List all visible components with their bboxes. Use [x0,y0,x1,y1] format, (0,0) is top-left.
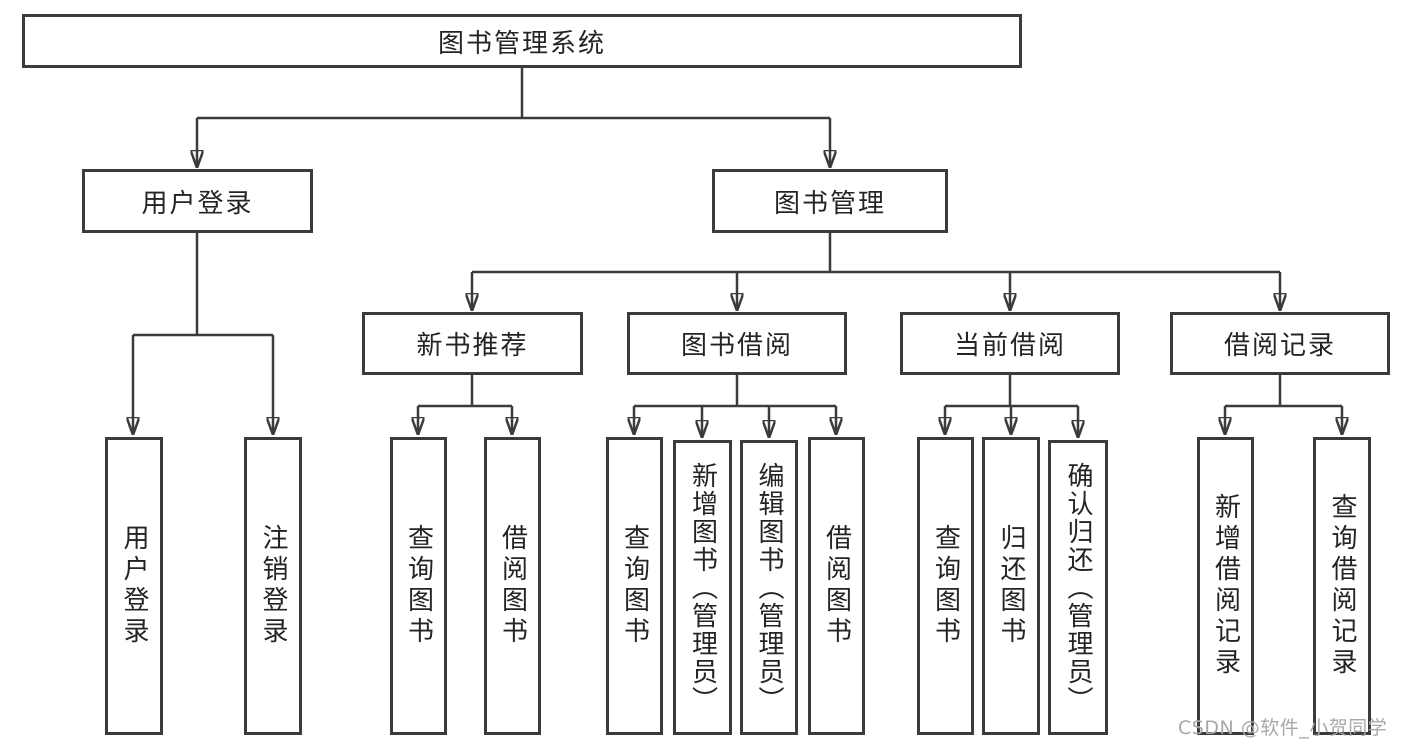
leaf-user-login: 用户登录 [105,437,163,735]
leaf-add-book-admin-label: 新增图书（管理员） [687,461,718,714]
node-user-login-label: 用户登录 [141,188,254,219]
wire-current-borrow-fork [945,375,1078,408]
node-current-borrow: 当前借阅 [900,312,1120,375]
leaf-query-books-1: 查询图书 [390,437,447,735]
leaf-confirm-return-admin: 确认归还（管理员） [1048,440,1108,735]
wire-book-borrow-fork [634,375,836,408]
node-book-borrow: 图书借阅 [627,312,847,375]
node-new-book-recommend-label: 新书推荐 [416,331,529,361]
wire-new-books-fork [418,375,512,408]
leaf-borrow-books-2: 借阅图书 [808,437,865,735]
leaf-logout-label: 注销登录 [258,524,288,648]
wire-root-fork [197,68,830,120]
leaf-user-login-label: 用户登录 [119,524,149,648]
node-root: 图书管理系统 [22,14,1022,68]
leaf-query-books-2: 查询图书 [606,437,663,735]
wire-borrow-records-fork [1225,375,1342,408]
leaf-add-book-admin: 新增图书（管理员） [673,440,732,735]
leaf-edit-book-admin: 编辑图书（管理员） [740,440,798,735]
node-user-login: 用户登录 [82,169,313,233]
wire-book-mgmt-fork [472,233,1280,274]
leaf-query-books-3-label: 查询图书 [930,524,961,648]
leaf-query-borrow-record-label: 查询借阅记录 [1327,493,1357,679]
leaf-query-borrow-record: 查询借阅记录 [1313,437,1371,735]
leaf-query-books-3: 查询图书 [917,437,974,735]
node-current-borrow-label: 当前借阅 [953,331,1066,361]
node-borrow-records: 借阅记录 [1170,312,1390,375]
leaf-query-books-1-label: 查询图书 [403,524,434,648]
leaf-confirm-return-admin-label: 确认归还（管理员） [1063,461,1093,714]
csdn-watermark: CSDN @软件_小贺同学 [1178,717,1388,739]
leaf-add-borrow-record: 新增借阅记录 [1197,437,1254,735]
leaf-add-borrow-record-label: 新增借阅记录 [1210,493,1241,679]
wire-user-login-fork [133,233,273,337]
node-root-label: 图书管理系统 [437,28,606,59]
node-book-management: 图书管理 [712,169,948,233]
node-book-management-label: 图书管理 [773,188,886,219]
leaf-borrow-books-2-label: 借阅图书 [821,524,852,648]
leaf-edit-book-admin-label: 编辑图书（管理员） [754,461,784,714]
leaf-return-books-label: 归还图书 [996,524,1026,648]
leaf-return-books: 归还图书 [982,437,1040,735]
leaf-borrow-books-1-label: 借阅图书 [497,524,528,648]
leaf-logout: 注销登录 [244,437,302,735]
node-borrow-records-label: 借阅记录 [1223,331,1336,361]
node-book-borrow-label: 图书借阅 [680,331,793,361]
node-new-book-recommend: 新书推荐 [362,312,583,375]
leaf-borrow-books-1: 借阅图书 [484,437,541,735]
leaf-query-books-2-label: 查询图书 [619,524,650,648]
